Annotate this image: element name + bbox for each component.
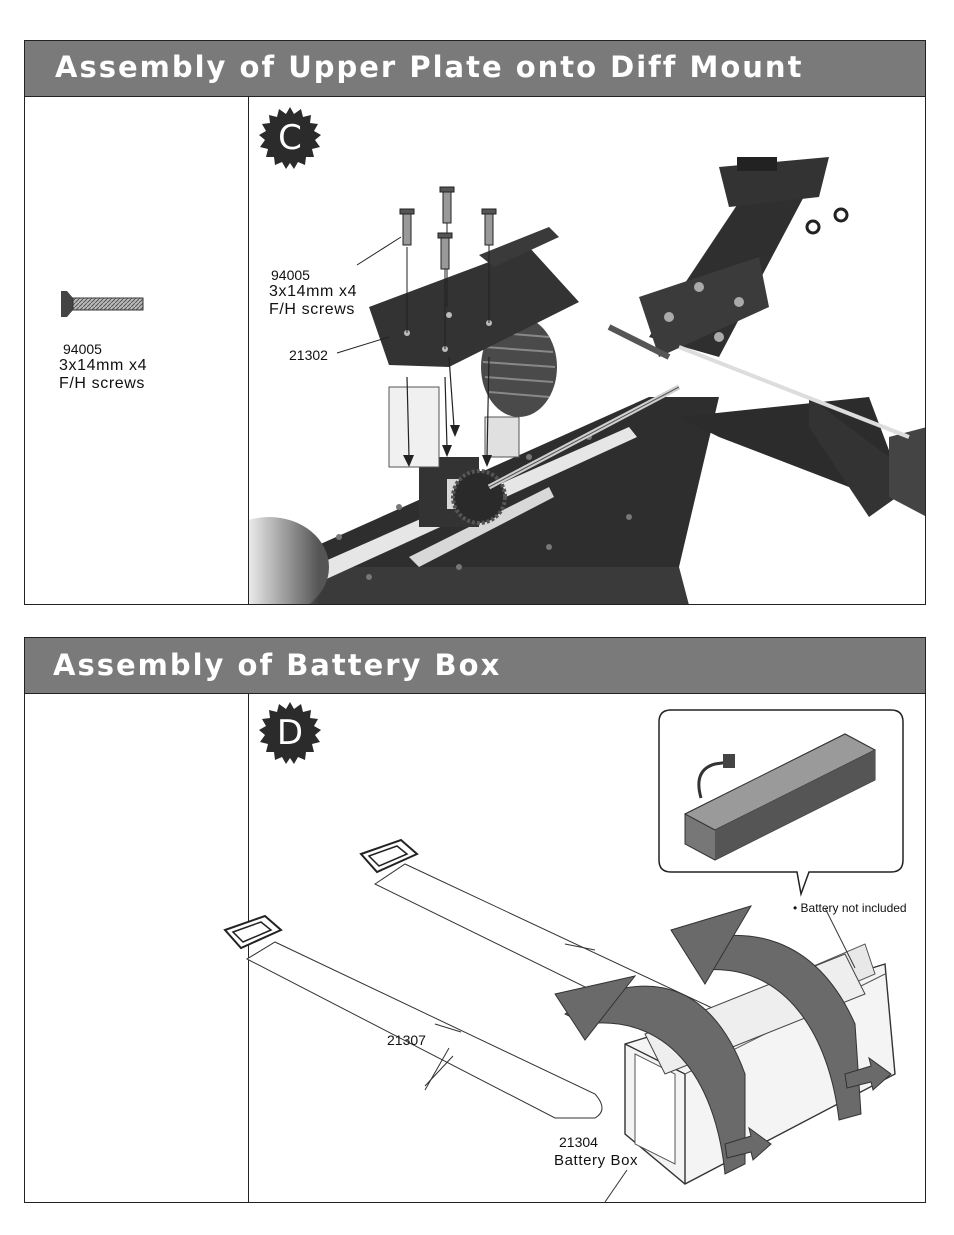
section-header: Assembly of Battery Box	[25, 638, 925, 694]
parts-size: 3x14mm x4	[59, 357, 148, 374]
callout-screw-name: F/H screws	[269, 301, 355, 318]
arrow-icon	[724, 1126, 772, 1161]
chassis-illustration	[249, 157, 925, 604]
section-title: Assembly of Upper Plate onto Diff Mount	[55, 50, 804, 84]
step-letter: C	[278, 118, 302, 158]
step-letter: D	[276, 713, 304, 753]
battery-not-included-note: • Battery not included	[793, 901, 907, 915]
parts-list-panel: 94005 3x14mm x4 F/H screws	[25, 97, 249, 604]
parts-list-panel	[25, 694, 249, 1202]
straps-illustration	[223, 709, 904, 1202]
step-badge-c: C	[259, 107, 321, 169]
parts-part-number: 94005	[63, 341, 102, 357]
callout-strap-part-number: 21307	[387, 1032, 426, 1048]
step-badge-icon	[259, 107, 321, 169]
assembly-illustration-d: D • Battery not included 21307 21304 Bat…	[249, 694, 925, 1202]
callout-screw-part-number: 94005	[271, 267, 310, 283]
arrow-icon	[844, 1056, 892, 1091]
callout-box-part-number: 21304	[559, 1134, 598, 1150]
callout-box-name: Battery Box	[554, 1152, 639, 1169]
step-badge-d: D	[259, 702, 321, 764]
assembly-illustration-c: C 94005 3x14mm x4 F/H screws 21302	[249, 97, 925, 604]
flat-head-screw-icon	[61, 291, 144, 317]
callout-screw-size: 3x14mm x4	[269, 283, 358, 300]
callout-plate-part-number: 21302	[289, 347, 328, 363]
step-badge-icon	[259, 702, 321, 764]
parts-name: F/H screws	[59, 375, 145, 392]
section-header: Assembly of Upper Plate onto Diff Mount	[25, 41, 925, 97]
section-title: Assembly of Battery Box	[53, 648, 502, 682]
section-battery-box: Assembly of Battery Box	[24, 637, 926, 1203]
screw-icon	[399, 186, 497, 270]
section-upper-plate: Assembly of Upper Plate onto Diff Mount …	[24, 40, 926, 605]
